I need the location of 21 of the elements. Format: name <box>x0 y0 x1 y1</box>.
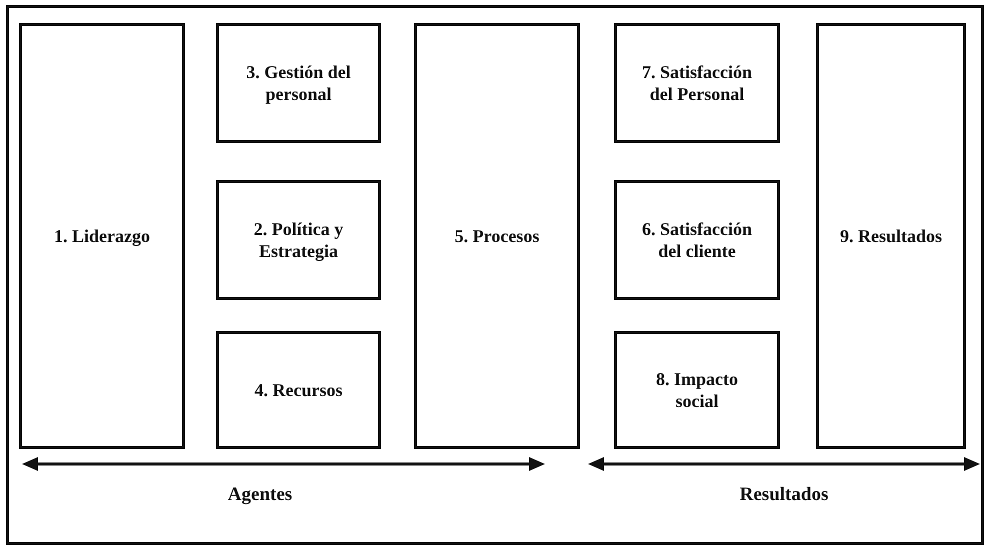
box-label: 5. Procesos <box>454 224 540 248</box>
box-label: 9. Resultados <box>840 224 942 248</box>
box-label: 7. Satisfacción del Personal <box>641 60 753 106</box>
box <box>19 23 185 449</box>
box <box>216 331 381 449</box>
box <box>414 23 580 449</box>
box-label: 3. Gestión del personal <box>245 60 352 106</box>
group-label: Agentes <box>226 484 294 506</box>
group-label: Resultados <box>738 484 830 506</box>
box <box>614 180 780 300</box>
box-label: 1. Liderazgo <box>54 224 150 248</box>
box <box>614 23 780 143</box>
box <box>216 23 381 143</box>
box <box>614 331 780 449</box>
box <box>216 180 381 300</box>
box-label: 2. Política y Estrategia <box>252 218 344 262</box>
frame <box>6 5 984 545</box>
box-label: 6. Satisfacción del cliente <box>641 218 753 262</box>
box <box>816 23 966 449</box>
box-label: 8. Impacto social <box>655 368 739 412</box>
box-label: 4. Recursos <box>254 378 342 402</box>
